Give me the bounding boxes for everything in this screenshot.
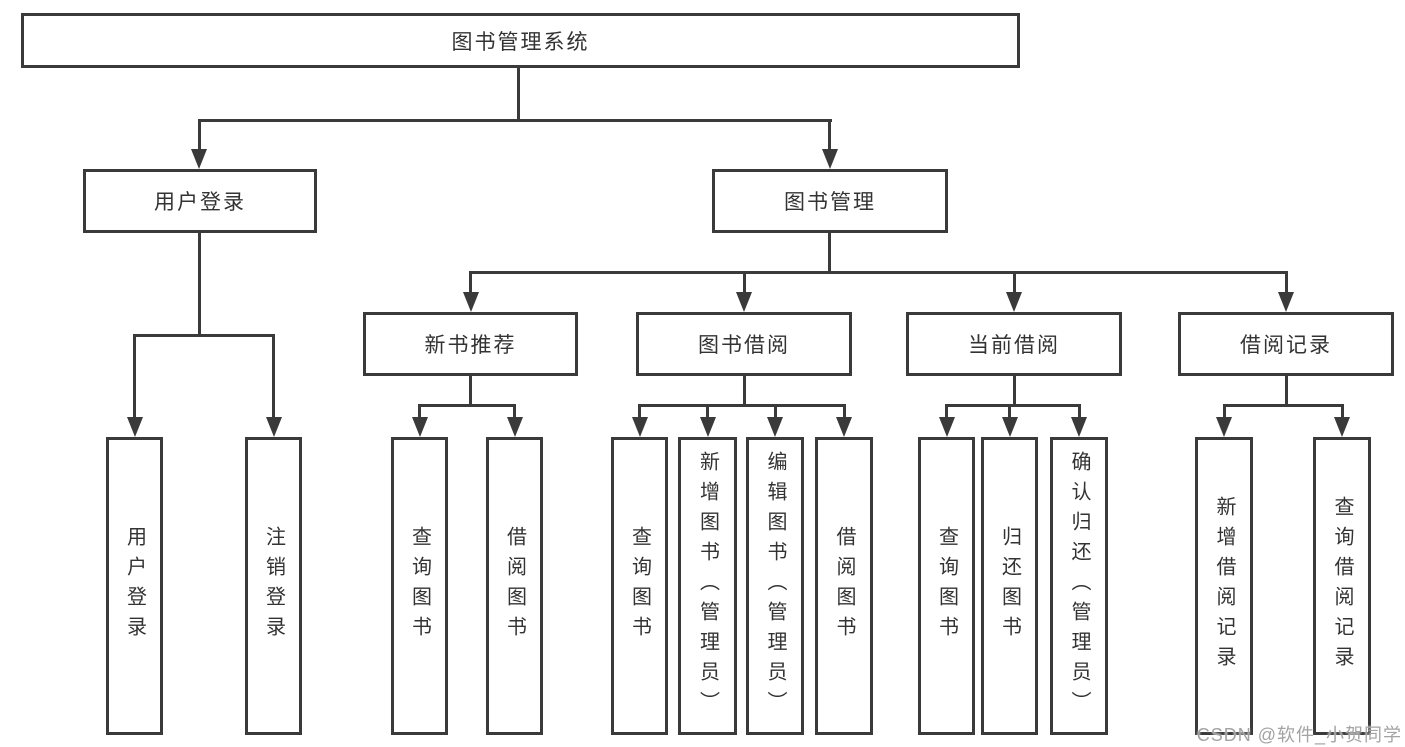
arrow-down-icon bbox=[1334, 417, 1350, 437]
arrow-down-icon bbox=[1071, 417, 1087, 437]
connector-drop-leaf-logout bbox=[272, 334, 275, 418]
leaf-bb-borrow-books-label: 借阅图书 bbox=[833, 526, 855, 646]
connector-drop-cb-return bbox=[1008, 404, 1011, 418]
connector-root-split bbox=[197, 119, 832, 122]
leaf-bb-add-books-admin-label: 新增图书（管理员） bbox=[696, 451, 719, 721]
connector-drop-nbr-query bbox=[418, 404, 421, 418]
leaf-br-add-record-label: 新增借阅记录 bbox=[1213, 496, 1235, 676]
csdn-watermark: CSDN @软件_小贺同学 bbox=[1196, 725, 1402, 745]
node-book-management-label: 图书管理 bbox=[784, 191, 876, 214]
node-root: 图书管理系统 bbox=[21, 13, 1020, 68]
connector-drop-new-book-recommend bbox=[469, 271, 472, 293]
connector-drop-user-login bbox=[197, 119, 201, 150]
connector-drop-book-management bbox=[828, 119, 831, 150]
arrow-down-icon bbox=[767, 417, 783, 437]
connector-nbr-split bbox=[418, 404, 516, 407]
connector-drop-leaf-user-login bbox=[133, 334, 136, 418]
leaf-cb-return-books-label: 归还图书 bbox=[998, 526, 1021, 646]
leaf-user-login: 用户登录 bbox=[106, 437, 163, 735]
connector-drop-bb-query bbox=[638, 404, 641, 418]
arrow-down-icon bbox=[699, 417, 716, 437]
leaf-bb-query-books-label: 查询图书 bbox=[628, 526, 651, 646]
connector-drop-br-add bbox=[1222, 404, 1226, 418]
arrow-down-icon bbox=[265, 417, 282, 437]
leaf-cb-confirm-return-admin-label: 确认归还（管理员） bbox=[1068, 451, 1090, 721]
leaf-logout-label: 注销登录 bbox=[262, 526, 285, 646]
arrow-down-icon bbox=[1001, 417, 1018, 437]
node-new-book-recommend: 新书推荐 bbox=[363, 312, 578, 376]
node-book-management: 图书管理 bbox=[712, 169, 948, 233]
connector-br-split bbox=[1222, 404, 1344, 407]
arrow-down-icon bbox=[631, 417, 648, 437]
leaf-bb-edit-books-admin-label: 编辑图书（管理员） bbox=[764, 451, 786, 721]
node-user-login-label: 用户登录 bbox=[154, 191, 246, 214]
node-current-borrow-label: 当前借阅 bbox=[968, 334, 1060, 357]
arrow-down-icon bbox=[126, 417, 143, 437]
leaf-nbr-borrow-books-label: 借阅图书 bbox=[503, 526, 526, 646]
arrow-down-icon bbox=[736, 292, 752, 312]
leaf-br-query-record: 查询借阅记录 bbox=[1313, 437, 1371, 735]
leaf-cb-query-books: 查询图书 bbox=[918, 437, 975, 735]
leaf-br-add-record: 新增借阅记录 bbox=[1195, 437, 1253, 735]
leaf-nbr-query-books-label: 查询图书 bbox=[408, 526, 431, 646]
leaf-br-query-record-label: 查询借阅记录 bbox=[1331, 496, 1353, 676]
arrow-down-icon bbox=[462, 292, 479, 312]
connector-nbr-stem bbox=[469, 376, 472, 406]
connector-drop-book-borrow bbox=[742, 271, 746, 293]
connector-book-management-split bbox=[469, 271, 1287, 274]
arrow-down-icon bbox=[836, 417, 852, 437]
arrow-down-icon bbox=[1278, 292, 1294, 312]
leaf-cb-confirm-return-admin: 确认归还（管理员） bbox=[1050, 437, 1108, 735]
connector-drop-bb-edit bbox=[773, 404, 777, 418]
connector-user-login-split bbox=[133, 334, 275, 337]
connector-user-login-stem bbox=[197, 233, 201, 336]
arrow-down-icon bbox=[506, 417, 523, 437]
connector-br-stem bbox=[1284, 376, 1288, 406]
node-borrow-records-label: 借阅记录 bbox=[1240, 334, 1332, 357]
leaf-bb-add-books-admin: 新增图书（管理员） bbox=[678, 437, 737, 735]
connector-drop-bb-add bbox=[706, 404, 709, 418]
node-book-borrow: 图书借阅 bbox=[636, 312, 852, 376]
connector-book-management-stem bbox=[828, 233, 831, 273]
arrow-down-icon bbox=[191, 149, 207, 169]
connector-root-stem bbox=[516, 68, 520, 121]
arrow-down-icon bbox=[938, 417, 955, 437]
leaf-bb-borrow-books: 借阅图书 bbox=[815, 437, 873, 735]
connector-cb-stem bbox=[1012, 376, 1016, 406]
connector-drop-bb-borrow bbox=[842, 404, 846, 418]
leaf-logout: 注销登录 bbox=[245, 437, 302, 735]
connector-drop-nbr-borrow bbox=[513, 404, 516, 418]
arrow-down-icon bbox=[1216, 417, 1232, 437]
connector-drop-cb-query bbox=[945, 404, 948, 418]
node-borrow-records: 借阅记录 bbox=[1178, 312, 1394, 376]
leaf-nbr-query-books: 查询图书 bbox=[391, 437, 448, 735]
leaf-user-login-label: 用户登录 bbox=[123, 526, 146, 646]
arrow-down-icon bbox=[1006, 292, 1022, 312]
node-root-label: 图书管理系统 bbox=[451, 30, 590, 54]
leaf-cb-query-books-label: 查询图书 bbox=[935, 526, 958, 646]
connector-drop-borrow-records bbox=[1284, 271, 1288, 293]
node-current-borrow: 当前借阅 bbox=[906, 312, 1122, 376]
connector-drop-current-borrow bbox=[1012, 271, 1016, 293]
connector-drop-br-query bbox=[1340, 404, 1344, 418]
arrow-down-icon bbox=[411, 417, 428, 437]
leaf-bb-query-books: 查询图书 bbox=[611, 437, 668, 735]
node-new-book-recommend-label: 新书推荐 bbox=[424, 334, 517, 357]
leaf-nbr-borrow-books: 借阅图书 bbox=[486, 437, 543, 735]
connector-bb-stem bbox=[742, 376, 746, 406]
connector-bb-split bbox=[638, 404, 846, 407]
leaf-bb-edit-books-admin: 编辑图书（管理员） bbox=[746, 437, 804, 735]
node-book-borrow-label: 图书借阅 bbox=[698, 334, 790, 357]
connector-drop-cb-confirm bbox=[1077, 404, 1081, 418]
connector-cb-split bbox=[945, 404, 1081, 407]
leaf-cb-return-books: 归还图书 bbox=[981, 437, 1038, 735]
arrow-down-icon bbox=[821, 149, 838, 169]
node-user-login: 用户登录 bbox=[83, 169, 317, 233]
